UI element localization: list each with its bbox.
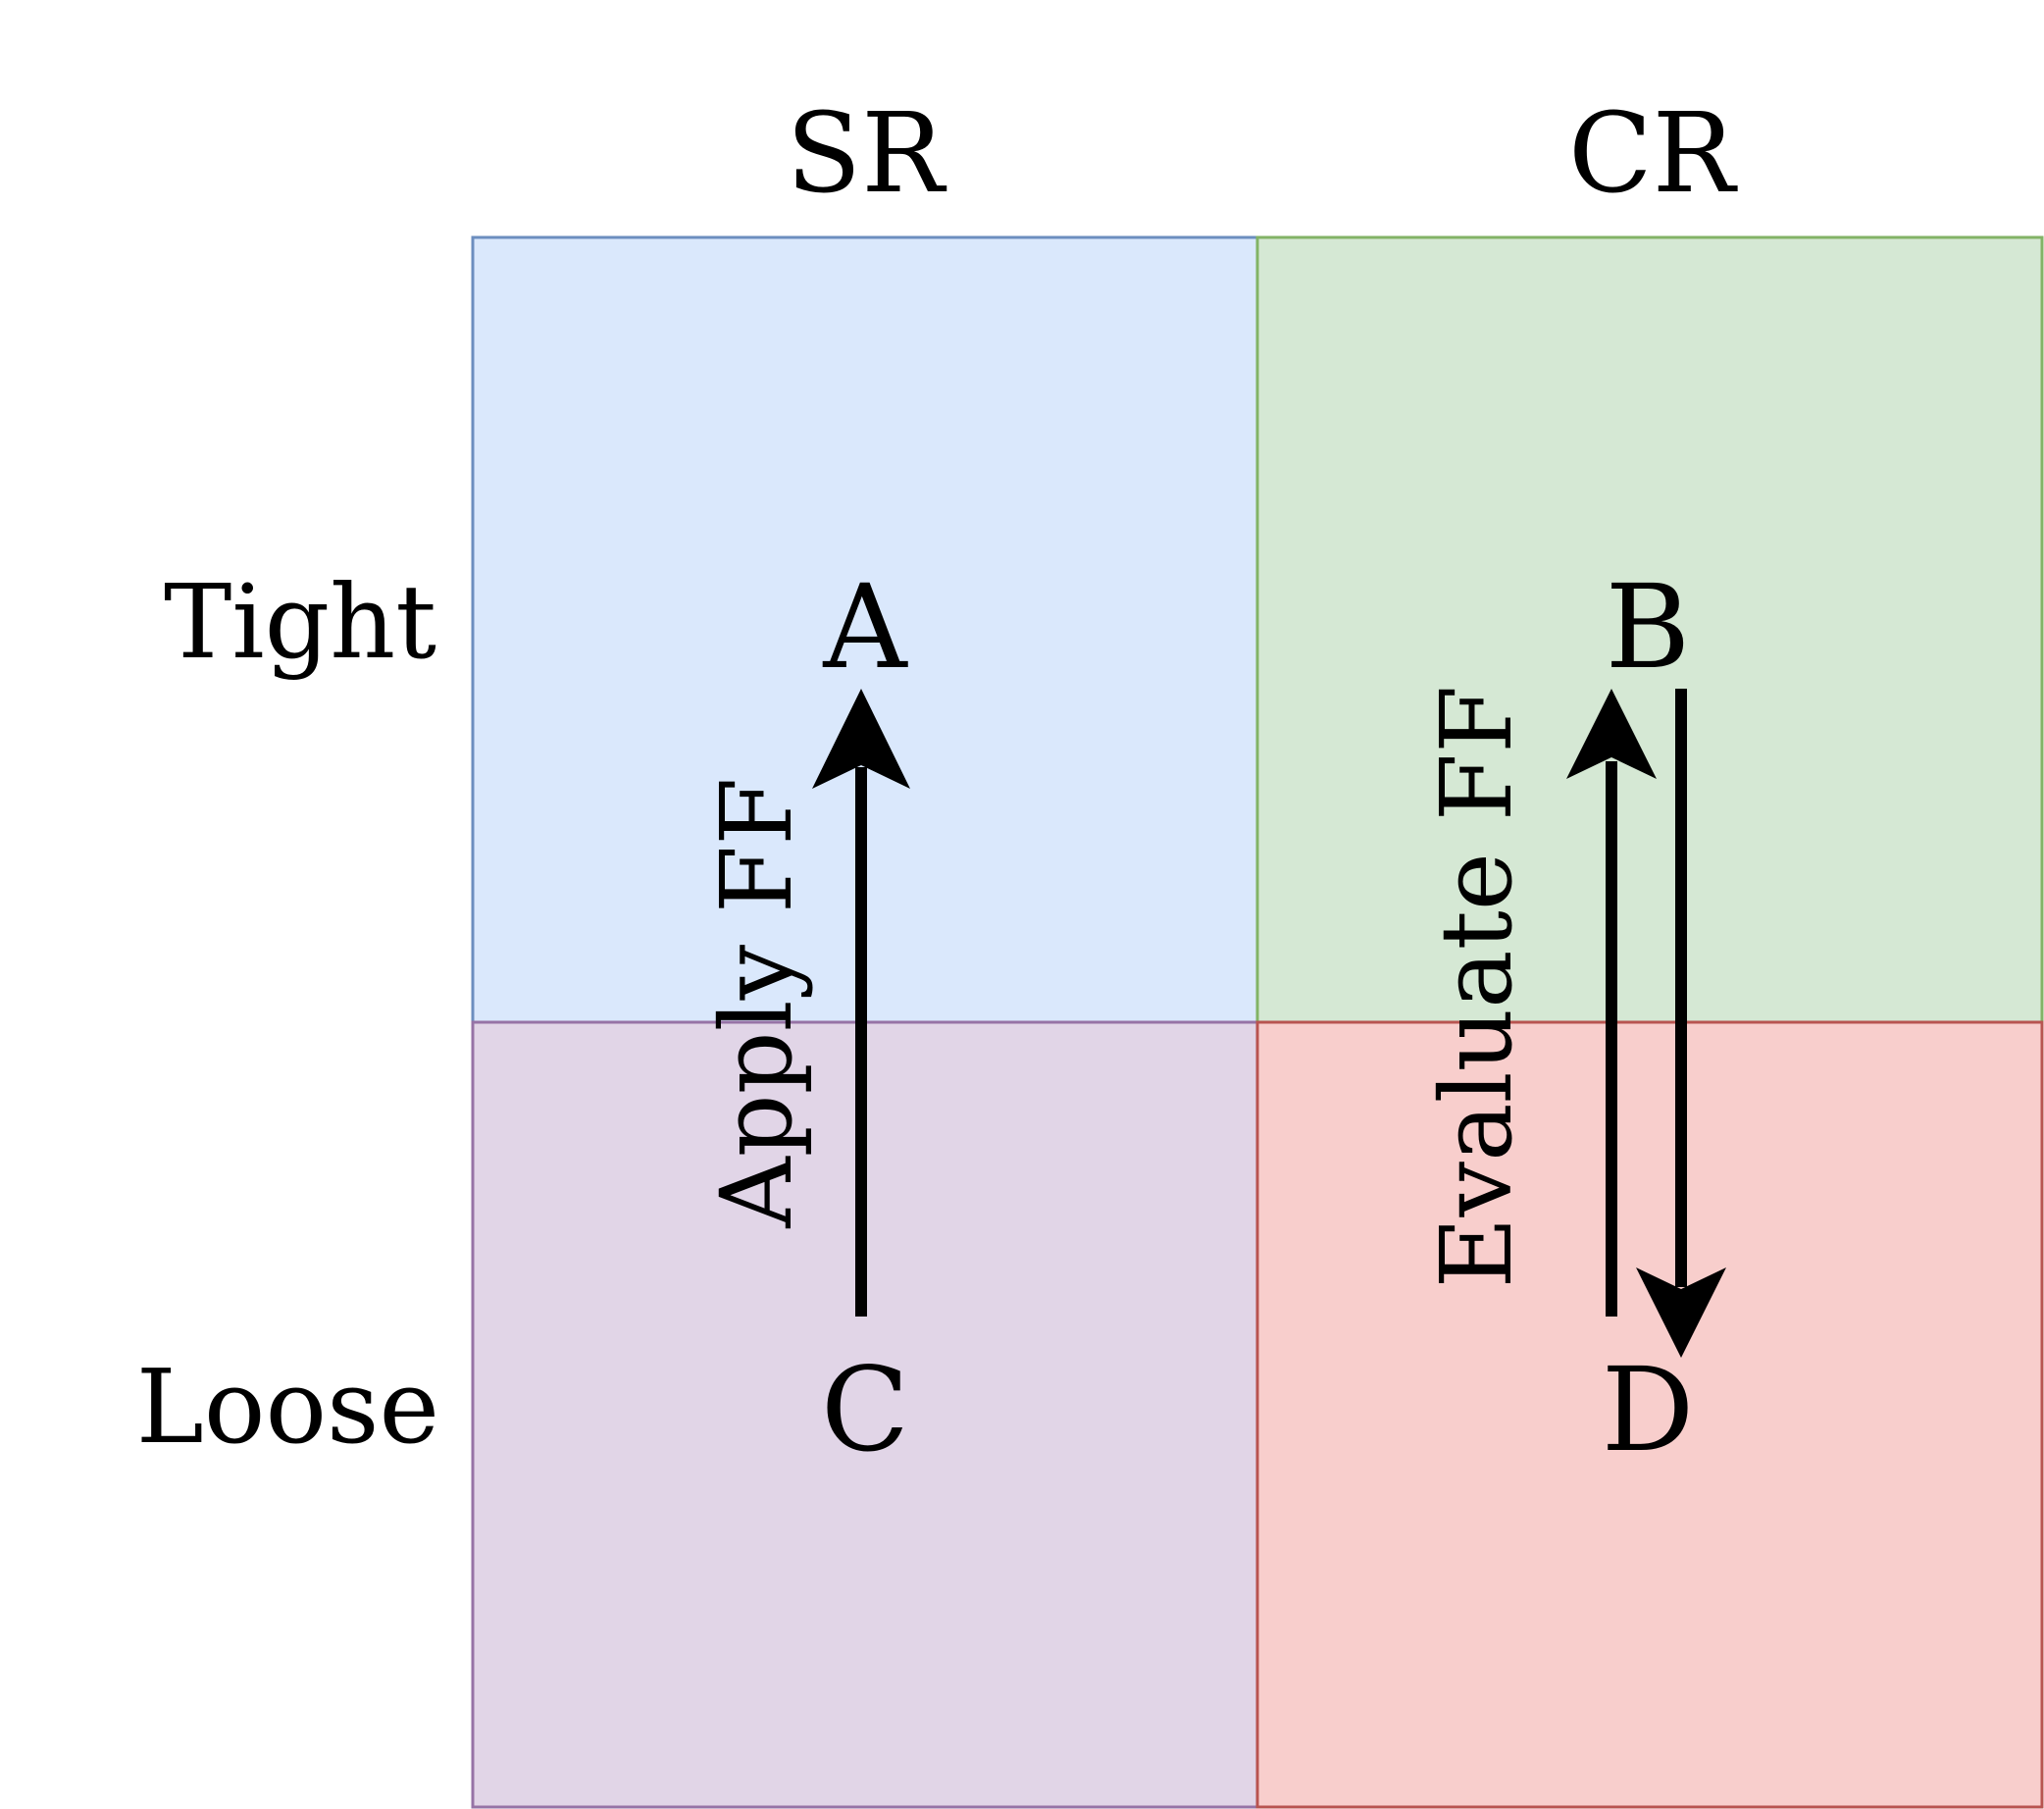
apply-ff-arrowhead bbox=[812, 689, 910, 789]
quadrant-tight-cr bbox=[1255, 235, 2044, 1024]
quadrant-loose-cr bbox=[1255, 1020, 2044, 1809]
node-d: D bbox=[1602, 1342, 1695, 1477]
row-header-loose: Loose bbox=[136, 1347, 439, 1467]
evaluate-ff-label: Evaluate FF bbox=[1419, 685, 1534, 1288]
evaluate-ff-down-arrow bbox=[1636, 689, 1726, 1358]
apply-ff-arrow bbox=[812, 689, 910, 1317]
evaluate-ff-down-arrowhead bbox=[1636, 1267, 1726, 1358]
apply-ff-label: Apply FF bbox=[699, 777, 814, 1228]
row-header-tight: Tight bbox=[164, 562, 436, 682]
node-b: B bbox=[1606, 559, 1691, 695]
node-c: C bbox=[821, 1342, 909, 1477]
node-a: A bbox=[822, 559, 908, 695]
column-header-cr: CR bbox=[1568, 90, 1739, 218]
column-header-sr: SR bbox=[786, 90, 947, 218]
evaluate-ff-up-arrowhead bbox=[1566, 689, 1657, 779]
evaluate-ff-up-arrow bbox=[1566, 689, 1657, 1317]
